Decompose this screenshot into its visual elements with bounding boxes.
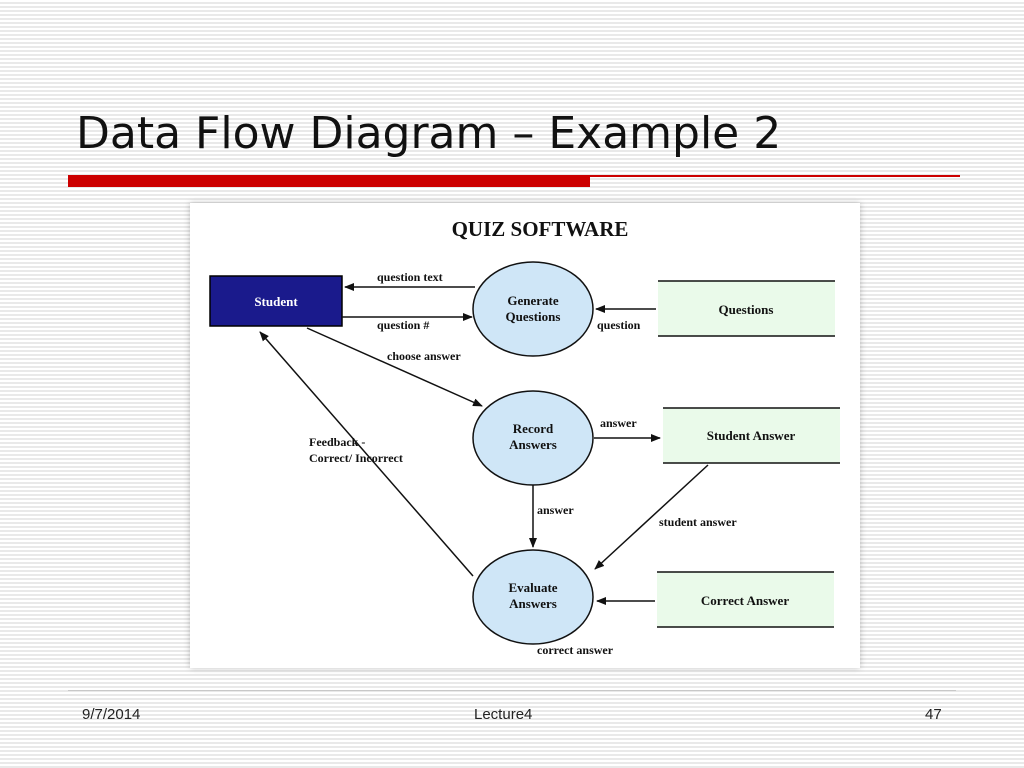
store-student-answer xyxy=(663,407,840,464)
flow-answer-eval-label: answer xyxy=(537,503,574,517)
process-evaluate-label-2: Answers xyxy=(509,596,557,611)
process-generate-label-1: Generate xyxy=(507,293,558,308)
store-correct-answer-label: Correct Answer xyxy=(701,593,789,608)
store-questions xyxy=(658,280,835,337)
footer-date: 9/7/2014 xyxy=(82,706,141,723)
flow-question-label: question xyxy=(597,318,641,332)
slide-title: Data Flow Diagram – Example 2 xyxy=(76,108,782,159)
flow-student-answer-label: student answer xyxy=(659,515,737,529)
process-generate-label-2: Questions xyxy=(506,309,561,324)
entity-student-label: Student xyxy=(254,294,298,309)
diagram-image: QUIZ SOFTWARE Student Generate Questions… xyxy=(190,203,860,668)
store-correct-answer xyxy=(657,571,834,628)
title-underline-rule xyxy=(590,175,960,177)
flow-student-answer-arrow xyxy=(594,464,709,570)
store-student-answer-label: Student Answer xyxy=(707,428,796,443)
flow-correct-answer-label: correct answer xyxy=(537,643,614,657)
flow-feedback-arrow xyxy=(259,331,474,577)
footer-page-number: 47 xyxy=(925,706,942,723)
footer-lecture: Lecture4 xyxy=(474,706,533,723)
entity-student xyxy=(209,275,343,327)
process-evaluate-label-1: Evaluate xyxy=(508,580,557,595)
process-record-label-2: Answers xyxy=(509,437,557,452)
flow-choose-answer-label: choose answer xyxy=(387,349,461,363)
footer-divider xyxy=(68,690,956,691)
flow-question-text-label: question text xyxy=(377,270,443,284)
store-questions-label: Questions xyxy=(719,302,774,317)
flow-feedback-label-1: Feedback - xyxy=(309,435,365,449)
flow-feedback-label-2: Correct/ Incorrect xyxy=(309,451,403,465)
flow-answer-store-label: answer xyxy=(600,416,637,430)
process-record-label-1: Record xyxy=(513,421,554,436)
diagram-heading: QUIZ SOFTWARE xyxy=(452,217,629,241)
flow-choose-answer-arrow xyxy=(306,327,483,407)
process-generate-questions xyxy=(472,261,594,357)
title-underline-bar xyxy=(68,175,590,187)
process-evaluate-answers xyxy=(472,549,594,645)
data-flow-diagram: QUIZ SOFTWARE Student Generate Questions… xyxy=(209,217,840,657)
flow-question-num-label: question # xyxy=(377,318,429,332)
